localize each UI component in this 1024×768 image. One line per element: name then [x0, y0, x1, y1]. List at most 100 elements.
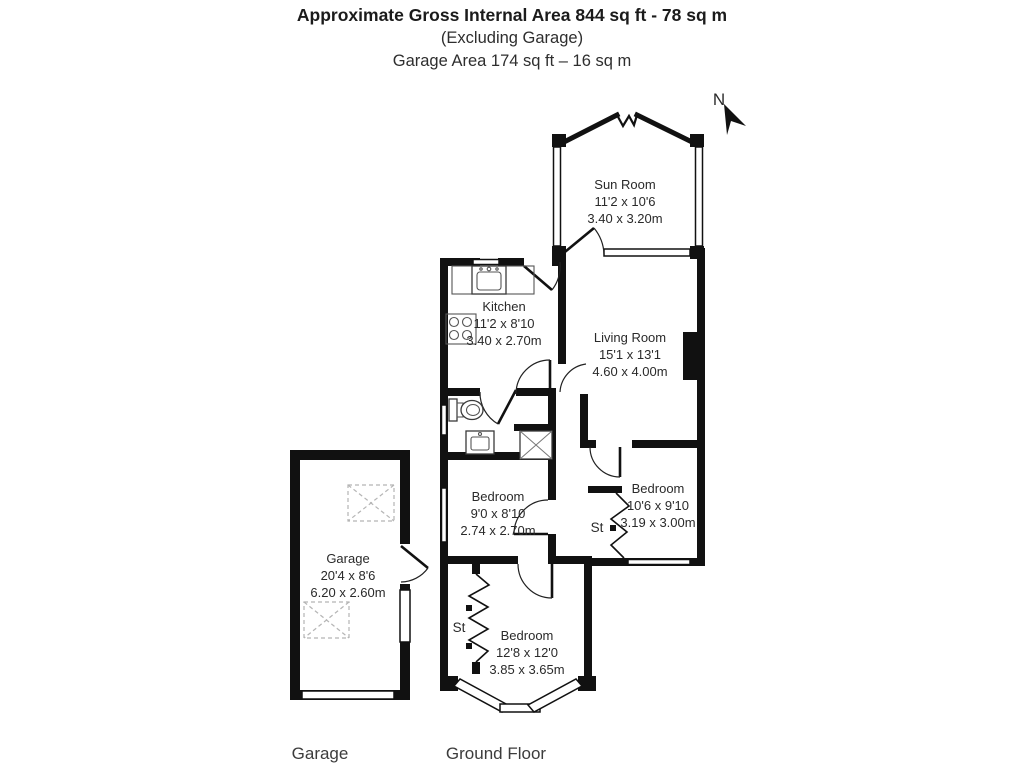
footer-labels: Garage Ground Floor [292, 744, 547, 763]
store-right-closet [609, 492, 631, 559]
garage-floor [300, 460, 400, 690]
wall-wc-jog [514, 424, 548, 431]
sun-room-door-leaf [559, 226, 595, 258]
sun-room-gable-notch [616, 113, 639, 129]
sun-room-size-m: 3.40 x 3.20m [587, 211, 662, 226]
house-walls [440, 248, 705, 682]
toilet-icon [448, 398, 458, 422]
wall-bed-front-right [584, 564, 592, 682]
footer-garage-label: Garage [292, 744, 349, 763]
bedroom-front-name: Bedroom [501, 628, 554, 643]
kitchen-name: Kitchen [482, 299, 525, 314]
sun-room-door-arc [593, 227, 605, 255]
bifold-door [609, 492, 631, 559]
wc-window [440, 404, 448, 436]
sun-room-name: Sun Room [594, 177, 655, 192]
door-arc [551, 261, 561, 291]
wall-kitchen-divider [558, 258, 566, 364]
plan-header: Approximate Gross Internal Area 844 sq f… [0, 0, 1024, 73]
living-room-size-m: 4.60 x 4.00m [592, 364, 667, 379]
garage-name: Garage [326, 551, 369, 566]
door-arc [559, 363, 587, 393]
wall-right [697, 248, 705, 566]
chimney-breast [683, 332, 705, 380]
garage-size-m: 6.20 x 2.60m [310, 585, 385, 600]
bedroom-left-size-m: 2.74 x 2.70m [460, 523, 535, 538]
kitchen-sink-bowl [476, 271, 502, 291]
bifold-hinge [610, 525, 616, 531]
page-title: Approximate Gross Internal Area 844 sq f… [296, 5, 728, 25]
bedroom-right-size-ft: 10'6 x 9'10 [627, 498, 689, 513]
sun-room-gable [562, 111, 694, 145]
wall-wc-top [440, 388, 480, 396]
bedroom-left-size-ft: 9'0 x 8'10 [471, 506, 526, 521]
bedroom-front-size-m: 3.85 x 3.65m [489, 662, 564, 677]
wall-wc-bottom [440, 452, 556, 460]
garage-window [399, 589, 411, 643]
kitchen-size-ft: 11'2 x 8'10 [473, 316, 534, 331]
room-labels: Sun Room 11'2 x 10'6 3.40 x 3.20m Kitche… [310, 177, 695, 677]
kitchen-tap [495, 267, 499, 271]
garage-area-note: Garage Area 174 sq ft – 16 sq m [392, 52, 632, 70]
door-arc [517, 563, 553, 599]
garage-structure [290, 450, 429, 700]
door-leaf [523, 265, 553, 291]
sun-room-size-ft: 11'2 x 10'6 [594, 194, 655, 209]
bedroom-right-window [627, 558, 691, 566]
bedroom-left-name: Bedroom [472, 489, 525, 504]
wall-hall-right [580, 394, 588, 448]
wall-bed-left-bottom [552, 556, 592, 564]
living-room-size-ft: 15'1 x 13'1 [599, 347, 661, 362]
garage-vehicle-door [301, 690, 395, 700]
kitchen-tap [486, 266, 492, 272]
door-arc [515, 359, 551, 395]
bedroom-front-size-ft: 12'8 x 12'0 [496, 645, 558, 660]
page-subtitle: (Excluding Garage) [440, 29, 584, 47]
wall-bed-right-top [632, 440, 705, 448]
garage-door-leaf [400, 544, 429, 570]
wall-hall-left [548, 534, 556, 564]
sun-room-window-bottom [603, 248, 691, 257]
wall-kitchen-top [498, 258, 524, 266]
compass: N [713, 90, 746, 135]
bifold-door [467, 573, 491, 663]
closet-wall [588, 486, 622, 493]
door-arc [513, 499, 549, 535]
north-label: N [713, 90, 725, 109]
roof-light-marker [303, 601, 350, 639]
north-arrow-icon [724, 104, 746, 135]
bay-window [440, 676, 596, 713]
wall-kitchen-top [440, 258, 480, 266]
bedroom-right-name: Bedroom [632, 481, 685, 496]
door-arc [479, 391, 499, 425]
sun-room-window-left [552, 146, 562, 247]
closet-stub [472, 662, 480, 674]
wall-left [440, 258, 448, 682]
kitchen-fixtures [445, 265, 535, 345]
bifold-hinge [466, 643, 472, 649]
kitchen-size-m: 3.40 x 2.70m [466, 333, 541, 348]
store-right-label: St [591, 520, 604, 535]
hob-icon [445, 313, 477, 345]
closet-stub [472, 560, 480, 574]
garage-door-arc [400, 567, 429, 583]
store-front-label: St [453, 620, 466, 635]
wall-corner-post [440, 676, 458, 691]
wall-corner-post [552, 134, 566, 147]
wall-corner-post [690, 134, 704, 147]
kitchen-tap [479, 267, 483, 271]
internal-doors [479, 261, 622, 599]
bedroom-left-window [440, 487, 448, 543]
kitchen-window [472, 258, 500, 266]
sun-room-window-right [694, 146, 704, 247]
garage-door-opening [398, 544, 412, 584]
garage-size-ft: 20'4 x 8'6 [321, 568, 376, 583]
door-leaf [496, 389, 518, 425]
store-front-closet [466, 560, 491, 674]
door-arc [589, 446, 621, 478]
wall-bed-right-top [588, 440, 596, 448]
wc-fixtures [448, 398, 553, 460]
wall-corner-post [578, 676, 596, 691]
